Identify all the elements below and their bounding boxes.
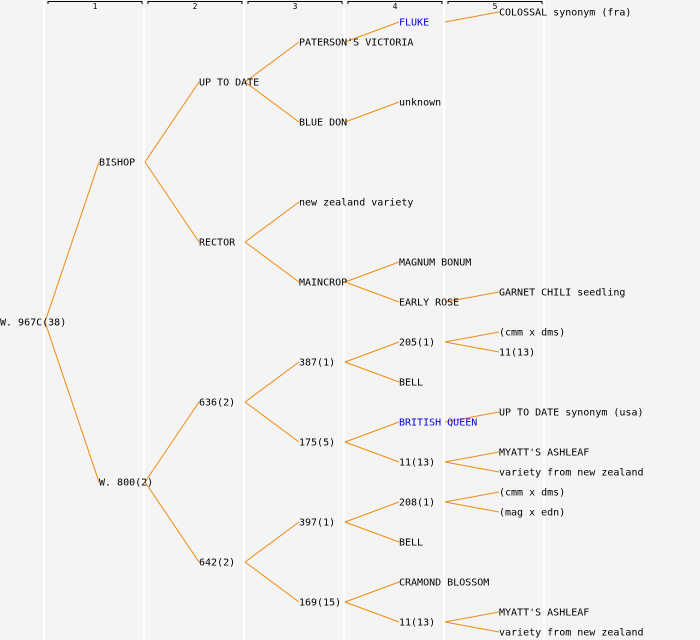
tree-edge bbox=[144, 81, 200, 163]
tree-edge bbox=[44, 161, 100, 323]
node-label[interactable]: 208(1) bbox=[399, 498, 435, 509]
node-label[interactable]: 11(13) bbox=[399, 618, 435, 629]
tree-edge bbox=[144, 481, 200, 563]
tree-edge bbox=[344, 101, 400, 123]
generation-headers: 1 2 3 4 5 bbox=[47, 1, 543, 11]
tree-edge bbox=[244, 41, 300, 83]
generation-header-label: 5 bbox=[493, 2, 498, 11]
tree-edge bbox=[244, 521, 300, 563]
node-label[interactable]: 11(13) bbox=[399, 458, 435, 469]
tree-edge bbox=[344, 341, 400, 363]
node-label[interactable]: RECTOR bbox=[199, 238, 236, 249]
node-label[interactable]: 636(2) bbox=[199, 398, 235, 409]
node-label[interactable]: 642(2) bbox=[199, 558, 235, 569]
node-label[interactable]: MYATT'S ASHLEAF bbox=[499, 448, 589, 459]
tree-edge bbox=[344, 601, 400, 623]
node-label[interactable]: 169(15) bbox=[299, 598, 341, 609]
node-label[interactable]: CRAMOND BLOSSOM bbox=[399, 578, 489, 589]
tree-edge bbox=[444, 621, 500, 633]
node-label[interactable]: GARNET CHILI seedling bbox=[499, 288, 625, 299]
tree-edge bbox=[144, 401, 200, 483]
tree-edge bbox=[344, 21, 400, 43]
node-label[interactable]: new zealand variety bbox=[299, 198, 413, 209]
node-label[interactable]: 387(1) bbox=[299, 358, 335, 369]
tree-edge bbox=[344, 361, 400, 383]
node-label[interactable]: MAGNUM BONUM bbox=[399, 258, 471, 269]
tree-edge bbox=[44, 321, 100, 483]
node-label[interactable]: UP TO DATE bbox=[199, 78, 259, 89]
tree-edge bbox=[444, 491, 500, 503]
generation-header-label: 3 bbox=[293, 2, 298, 11]
node-label[interactable]: MYATT'S ASHLEAF bbox=[499, 608, 589, 619]
node-label[interactable]: 175(5) bbox=[299, 438, 335, 449]
node-label[interactable]: PATERSON'S VICTORIA bbox=[299, 38, 413, 49]
node-label[interactable]: FLUKE bbox=[399, 18, 429, 29]
node-label[interactable]: (cmm x dms) bbox=[499, 488, 565, 499]
node-label[interactable]: MAINCROP bbox=[299, 278, 347, 289]
tree-edge bbox=[344, 521, 400, 543]
tree-edge bbox=[244, 561, 300, 603]
node-label[interactable]: variety from new zealand bbox=[499, 468, 644, 479]
node-label[interactable]: 205(1) bbox=[399, 338, 435, 349]
tree-edge bbox=[444, 451, 500, 463]
node-label[interactable]: BRITISH QUEEN bbox=[399, 418, 477, 429]
tree-edge bbox=[344, 581, 400, 603]
tree-edge bbox=[344, 501, 400, 523]
generation-column-lines bbox=[43, 0, 545, 640]
generation-header-label: 2 bbox=[193, 2, 198, 11]
node-label[interactable]: W. 800(2) bbox=[99, 478, 153, 489]
tree-edge bbox=[444, 331, 500, 343]
node-label[interactable]: 397(1) bbox=[299, 518, 335, 529]
generation-header-label: 1 bbox=[93, 2, 98, 11]
node-label[interactable]: UP TO DATE synonym (usa) bbox=[499, 408, 644, 419]
tree-edge bbox=[344, 281, 400, 303]
tree-edge bbox=[244, 81, 300, 123]
node-label[interactable]: variety from new zealand bbox=[499, 628, 644, 639]
node-label[interactable]: (mag x edn) bbox=[499, 508, 565, 519]
node-label[interactable]: BLUE DON bbox=[299, 118, 347, 129]
root-node-label[interactable]: W. 967C(38) bbox=[0, 318, 66, 329]
node-label[interactable]: 11(13) bbox=[499, 348, 535, 359]
tree-edge bbox=[244, 361, 300, 403]
tree-edge bbox=[244, 401, 300, 443]
generation-header-bracket bbox=[447, 1, 543, 4]
node-label[interactable]: BISHOP bbox=[99, 158, 135, 169]
generation-header-bracket bbox=[247, 1, 343, 4]
generation-header-bracket bbox=[147, 1, 243, 4]
generation-header-label: 4 bbox=[393, 2, 398, 11]
tree-edge bbox=[444, 11, 500, 23]
tree-edge bbox=[444, 291, 500, 303]
generation-header-bracket bbox=[47, 1, 143, 4]
tree-edge bbox=[344, 441, 400, 463]
tree-edge bbox=[444, 611, 500, 623]
tree-edge bbox=[444, 411, 500, 423]
tree-edge bbox=[244, 241, 300, 283]
tree-edge bbox=[344, 261, 400, 283]
node-label[interactable]: EARLY ROSE bbox=[399, 298, 459, 309]
node-label[interactable]: (cmm x dms) bbox=[499, 328, 565, 339]
node-label[interactable]: BELL bbox=[399, 378, 423, 389]
tree-edge bbox=[244, 201, 300, 243]
node-label[interactable]: unknown bbox=[399, 98, 441, 109]
node-label[interactable]: BELL bbox=[399, 538, 423, 549]
tree-edge bbox=[444, 341, 500, 353]
tree-edge bbox=[344, 421, 400, 443]
generation-header-bracket bbox=[347, 1, 443, 4]
node-label[interactable]: COLOSSAL synonym (fra) bbox=[499, 8, 631, 19]
tree-nodes: W. 967C(38) BISHOP UP TO DATE PATERSON'S VI… bbox=[0, 8, 644, 639]
tree-edges bbox=[44, 11, 500, 633]
tree-edge bbox=[144, 161, 200, 243]
tree-edge bbox=[444, 461, 500, 473]
tree-edge bbox=[444, 501, 500, 513]
